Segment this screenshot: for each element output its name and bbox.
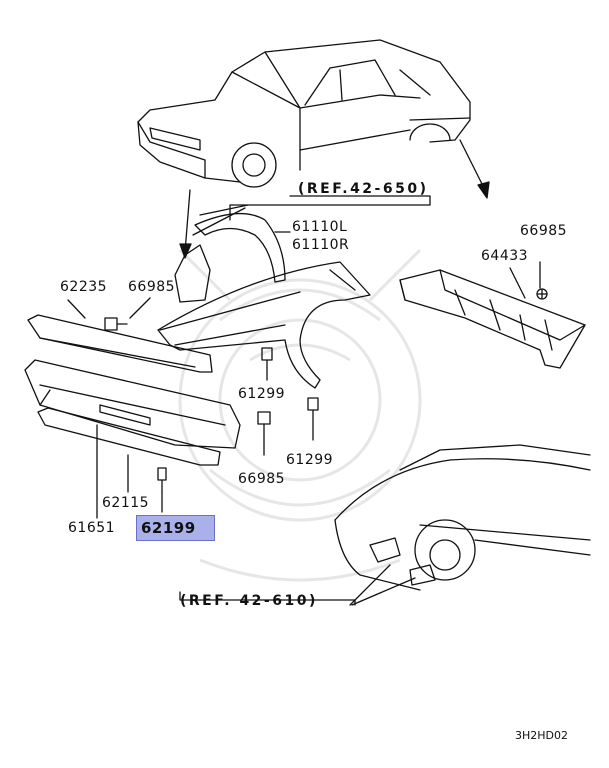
ref-42-610[interactable]: (REF. 42-610) <box>180 593 318 609</box>
part-62115[interactable]: 62115 <box>102 495 150 511</box>
bottom-car-illustration <box>334 444 591 591</box>
part-62235[interactable]: 62235 <box>60 279 108 295</box>
fastener-66985-bottom <box>257 411 271 456</box>
part-61651[interactable]: 61651 <box>68 520 116 536</box>
upper-bumper-drawing <box>27 314 213 373</box>
top-car-illustration <box>137 39 471 188</box>
part-66985-bottom[interactable]: 66985 <box>238 471 286 487</box>
part-61299-a[interactable]: 61299 <box>238 386 286 402</box>
part-62199-highlighted[interactable]: 62199 <box>136 515 215 541</box>
part-64433[interactable]: 64433 <box>481 248 529 264</box>
part-61110r[interactable]: 61110R <box>292 237 350 253</box>
part-66985-right[interactable]: 66985 <box>520 223 568 239</box>
ref-42-610-leader <box>349 564 416 606</box>
leader-62235 <box>67 299 86 319</box>
arrow-line-left <box>184 189 191 253</box>
part-61299-b[interactable]: 61299 <box>286 452 334 468</box>
fastener-61299-b <box>307 397 319 441</box>
part-66985-left[interactable]: 66985 <box>128 279 176 295</box>
fastener-61299-a <box>261 347 273 381</box>
arrow-line-right <box>459 139 486 191</box>
rear-bumper-drawing <box>399 269 586 369</box>
lower-lip-drawing <box>37 407 221 466</box>
fender-drawing <box>157 261 371 389</box>
front-bumper-drawing <box>24 359 241 449</box>
ref-42-650[interactable]: (REF.42-650) <box>298 181 429 197</box>
leader-66985-left <box>129 297 151 319</box>
part-61110l[interactable]: 61110L <box>292 219 348 235</box>
fastener-62199 <box>157 467 167 513</box>
leader-64433 <box>509 267 526 299</box>
diagram-code: 3H2HD02 <box>515 729 569 742</box>
splash-shield-drawing <box>174 204 286 303</box>
